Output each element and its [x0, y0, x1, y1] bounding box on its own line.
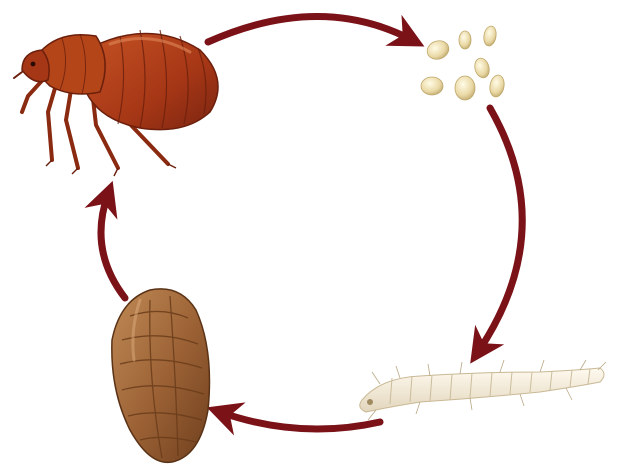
arrow-pupa-to-adult [84, 180, 129, 302]
arrow-larva-to-pupa [206, 402, 384, 436]
arrow-adult-to-eggs [204, 13, 425, 47]
larva-icon [359, 359, 607, 421]
egg-cluster-icon [420, 25, 505, 101]
arrow-eggs-to-larva [470, 104, 526, 364]
cycle-arrows [84, 13, 526, 436]
flea-icon [13, 29, 219, 177]
pupa-cocoon-icon [111, 288, 211, 464]
